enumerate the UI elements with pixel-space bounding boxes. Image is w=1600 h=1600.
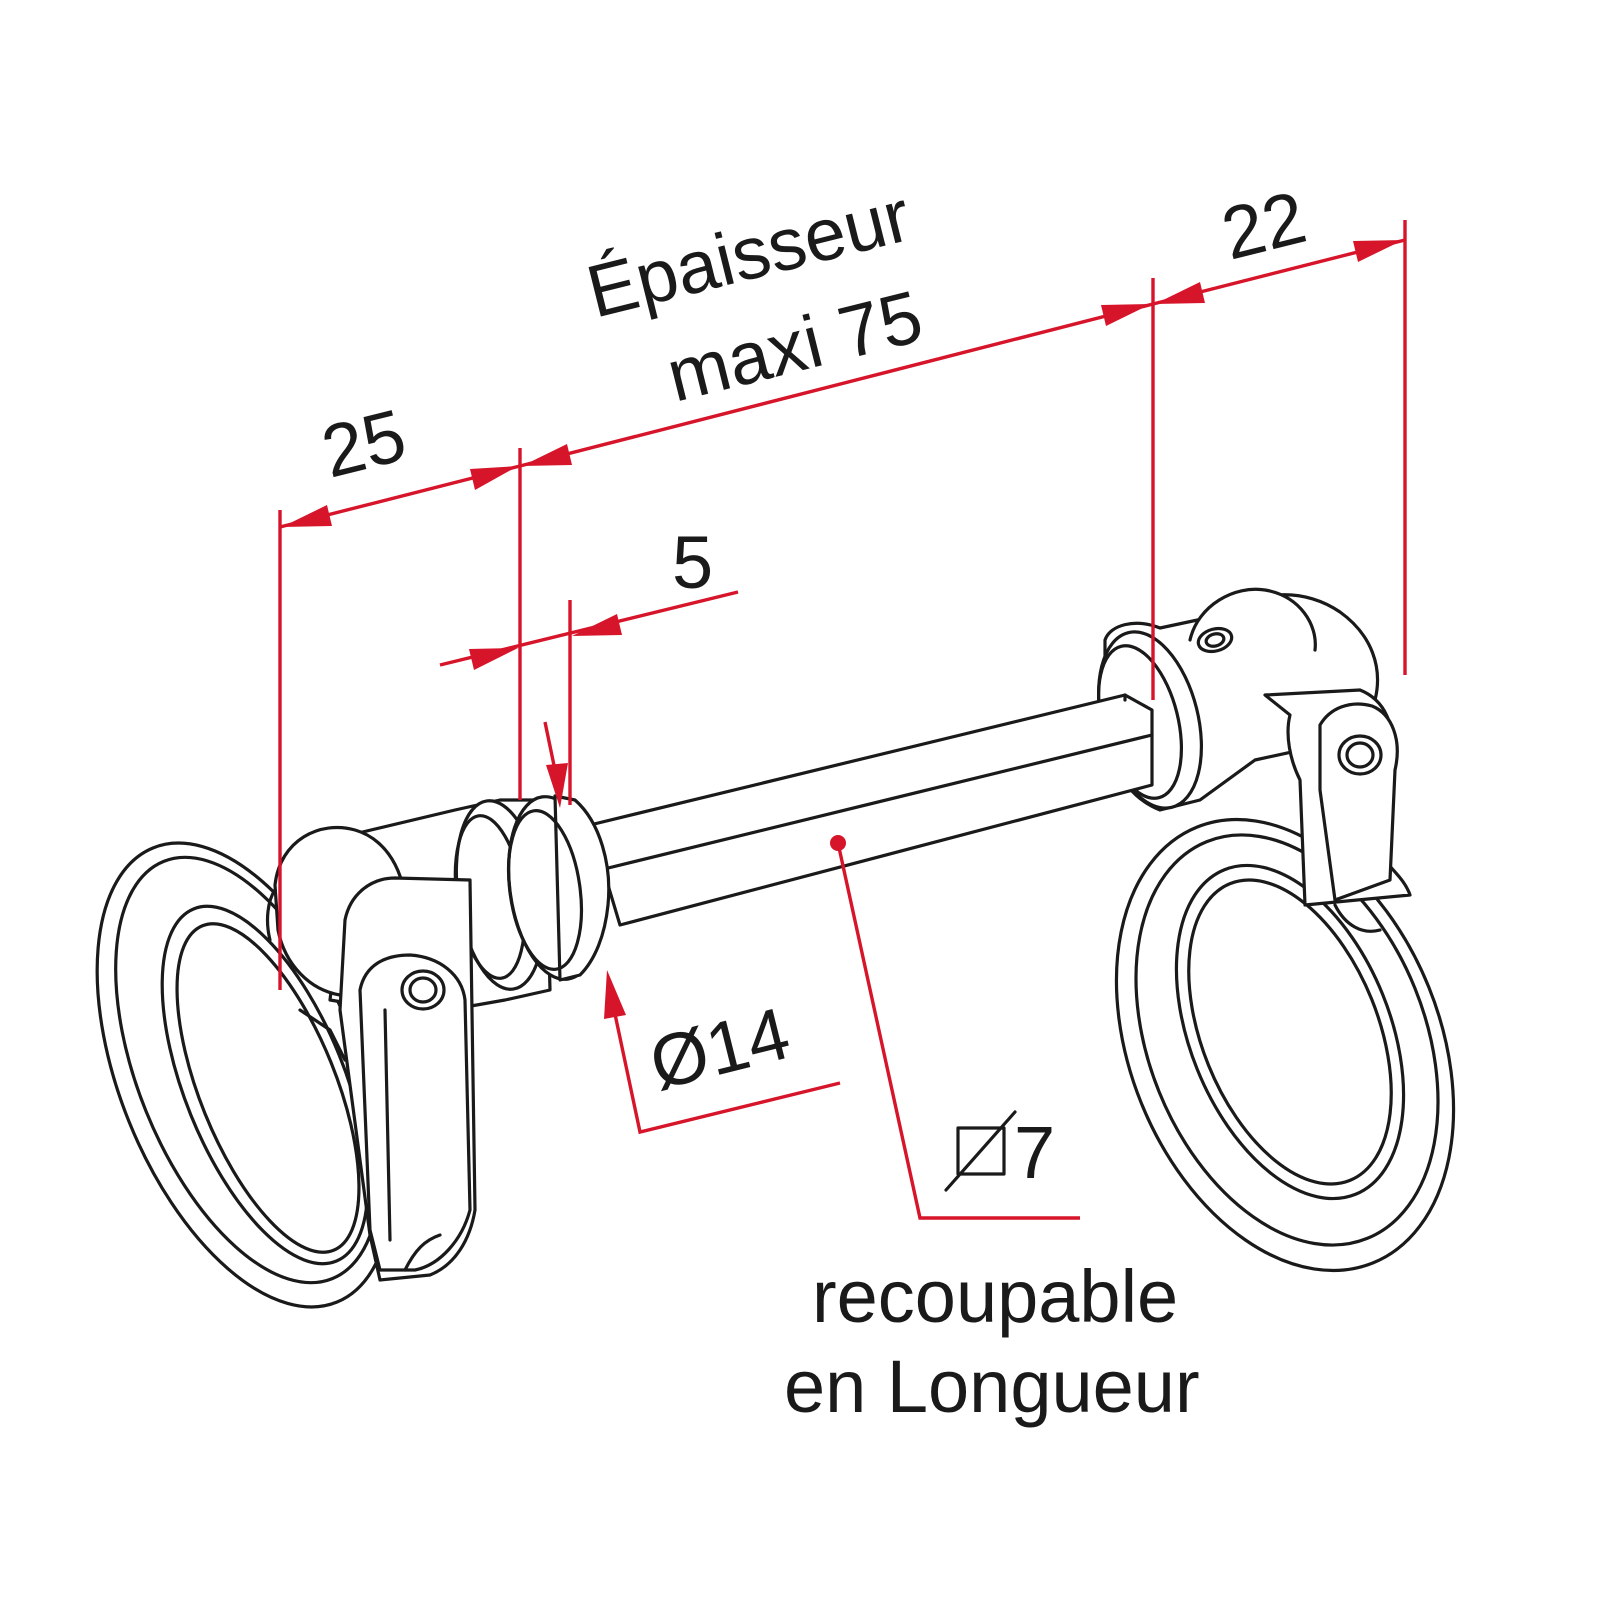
label-25: 25 <box>314 393 414 493</box>
arrowhead <box>522 444 572 466</box>
label-diameter-14: Ø14 <box>642 991 798 1105</box>
dimension-lines <box>278 220 1407 1220</box>
leader-square-7 <box>836 842 1080 1220</box>
arrowhead <box>1101 304 1151 326</box>
label-22: 22 <box>1214 175 1314 275</box>
arrowhead <box>1155 282 1205 304</box>
note-line2: en Longueur <box>784 1345 1200 1428</box>
dim-line-75 <box>519 302 1154 468</box>
label-5: 5 <box>672 521 713 604</box>
arrowhead <box>469 648 518 670</box>
square-shaft <box>588 693 1154 927</box>
note-line1: recoupable <box>812 1255 1178 1338</box>
arrowhead <box>572 614 622 636</box>
arrowhead <box>470 466 518 490</box>
arrowhead <box>604 970 626 1019</box>
square-icon <box>956 1126 1006 1176</box>
arrowhead <box>282 505 332 527</box>
square-section-symbol: 7 <box>944 1110 1055 1194</box>
left-handle <box>95 794 611 1309</box>
arrowhead <box>1353 240 1403 262</box>
arrowhead <box>546 763 568 808</box>
right-pivot-hole <box>1337 734 1383 776</box>
collar <box>506 794 611 982</box>
leader-diameter-14 <box>610 999 841 1135</box>
right-ring <box>1114 817 1456 1273</box>
left-pivot-hole <box>400 969 446 1011</box>
label-square-7: 7 <box>1014 1111 1055 1194</box>
